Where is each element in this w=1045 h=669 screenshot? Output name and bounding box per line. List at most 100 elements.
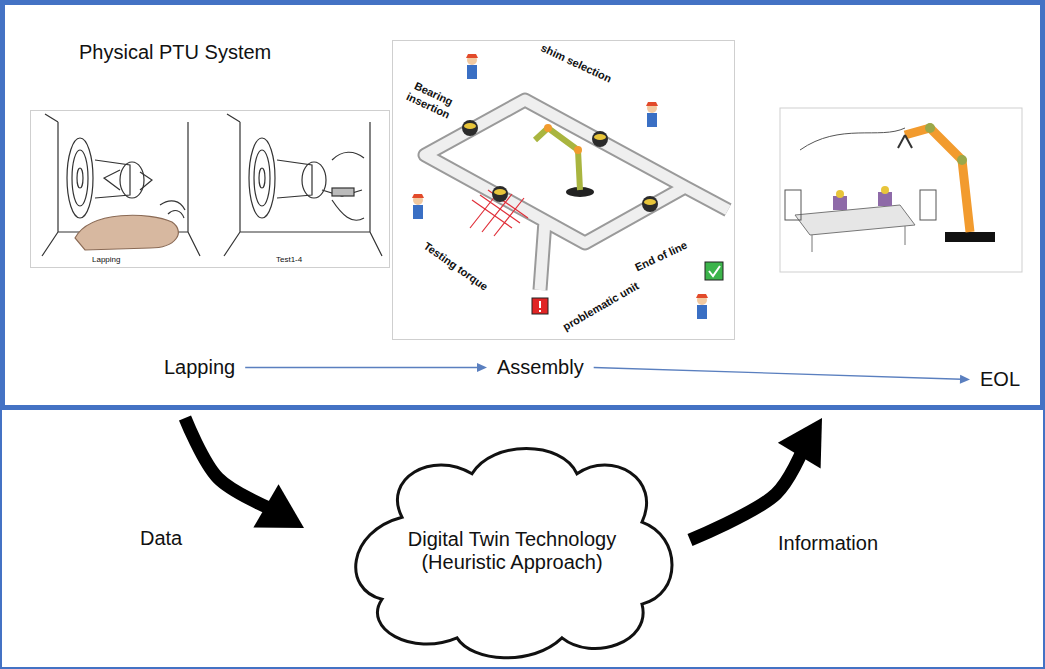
- test-sketch: [302, 162, 326, 198]
- unit-icon: [644, 199, 656, 205]
- worker-icon: [697, 295, 707, 305]
- arrow-head: [960, 375, 970, 384]
- worker-icon: [467, 55, 477, 65]
- test-sketch: [259, 168, 265, 188]
- test-sketch: [254, 150, 270, 206]
- warning-icon: [539, 310, 541, 312]
- lapping-sketch: [104, 170, 152, 190]
- worker-icon: [646, 102, 658, 106]
- robot-arm: [535, 128, 580, 190]
- worker-icon: [647, 113, 657, 127]
- assembly-line: [412, 54, 728, 319]
- unit-icon: [592, 131, 608, 147]
- assembly-line: [425, 100, 728, 290]
- callout-label: End of line: [633, 238, 689, 273]
- eol-sketch: [780, 108, 1022, 272]
- eol-sketch: [957, 155, 967, 165]
- lapping-sketch: [75, 215, 178, 250]
- callout-label: Bearing insertion: [398, 75, 465, 124]
- eol-sketch: [920, 190, 936, 220]
- connector-line: [185, 418, 272, 509]
- lapping-sketch: [42, 114, 200, 256]
- test-sketch: [332, 188, 354, 196]
- robot-arm: [535, 124, 594, 197]
- stage-label: EOL: [976, 366, 1024, 393]
- eol-sketch: [833, 196, 847, 210]
- connector-line: [690, 450, 803, 540]
- connector: [690, 418, 822, 540]
- unit-icon: [492, 186, 508, 202]
- connector-line: [245, 367, 478, 368]
- stage-name: EOL: [976, 366, 1024, 393]
- unit-icon: [592, 131, 608, 147]
- stage-name: Assembly: [493, 354, 588, 381]
- eol-sketch: [878, 192, 892, 206]
- eol-sketch: [785, 190, 801, 220]
- eol-sketch: [878, 186, 892, 206]
- unit-icon: [492, 186, 508, 202]
- worker-icon: [647, 103, 657, 113]
- eol-sketch: [800, 128, 905, 150]
- callout-label: shim selection: [539, 41, 614, 85]
- connector-line: [594, 368, 962, 380]
- worker-icon: [696, 294, 708, 319]
- lapping-sketch: [72, 150, 88, 206]
- eol-sketch: [881, 186, 889, 194]
- cloud-label: Digital Twin Technology (Heuristic Appro…: [387, 528, 637, 574]
- test-sketch: [249, 138, 275, 218]
- lapping-sketch: [160, 201, 185, 218]
- arrow-head: [778, 418, 822, 469]
- worker-icon: [413, 195, 423, 205]
- image-frame: Lapping Test1-4: [30, 110, 390, 268]
- connector: [594, 368, 970, 384]
- robot-arm: [544, 124, 552, 132]
- unit-icon: [462, 120, 478, 136]
- image-caption: Test1-4: [276, 255, 302, 264]
- worker-icon: [467, 65, 477, 79]
- check-icon: [705, 262, 723, 280]
- lapping-sketch: [77, 168, 83, 188]
- callout-label: problematic unit: [561, 279, 641, 333]
- worker-icon: [412, 194, 424, 198]
- image-caption: Lapping: [92, 255, 120, 264]
- eol-sketch: [945, 232, 995, 242]
- eol-sketch: [836, 190, 844, 198]
- cloud-shape: Digital Twin Technology (Heuristic Appro…: [342, 440, 682, 662]
- warning-icon: [539, 301, 541, 308]
- image-frame: shim selectionBearing insertionTesting t…: [392, 40, 735, 340]
- eol-sketch: [925, 123, 935, 133]
- stage-label: Assembly: [493, 354, 588, 381]
- robot-arm: [574, 146, 582, 154]
- eol-sketch: [898, 135, 912, 148]
- worker-icon: [412, 194, 424, 219]
- arrow-head: [477, 363, 487, 372]
- system-panel: Lapping Test1-4 shim selectionBearing inse…: [0, 0, 1045, 410]
- unit-icon: [642, 196, 658, 212]
- worker-icon: [696, 294, 708, 298]
- connector: [245, 363, 487, 372]
- lapping-sketch: [67, 138, 93, 218]
- worker-icon: [466, 54, 478, 79]
- edge-label: Data: [140, 527, 182, 550]
- panel-title: Physical PTU System: [79, 41, 271, 64]
- eol-sketch: [812, 226, 905, 252]
- test-sketch: [224, 114, 382, 256]
- unit-icon: [462, 120, 478, 136]
- connector: [185, 418, 304, 528]
- test-sketch: [322, 152, 364, 220]
- unit-icon: [642, 196, 658, 212]
- eol-sketch: [795, 205, 915, 235]
- eol-sketch: [780, 108, 1022, 272]
- stage-label: Lapping: [160, 354, 239, 381]
- stage-name: Lapping: [160, 354, 239, 381]
- arrow-head: [253, 484, 304, 528]
- edge-label: Information: [778, 532, 878, 555]
- warning-icon: [532, 298, 548, 314]
- unit-icon: [464, 123, 476, 129]
- cloud-outline: [356, 448, 672, 657]
- eol-sketch: [905, 128, 970, 232]
- warning-icon: [532, 298, 548, 314]
- check-icon: [705, 262, 723, 280]
